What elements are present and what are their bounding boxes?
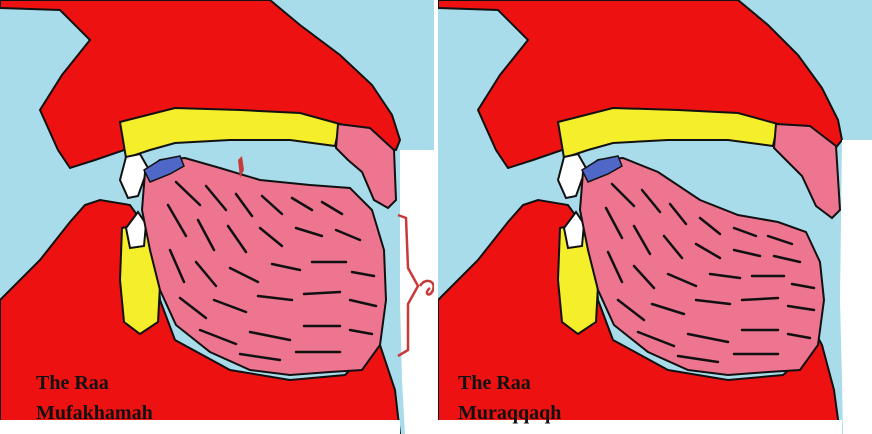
muraqqaqh-caption: The Raa Muraqqaqh (458, 368, 561, 428)
panel-mufakhamah: The Raa Mufakhamah (0, 0, 434, 434)
mufakhamah-caption: The Raa Mufakhamah (36, 368, 153, 428)
caption-line-2: Muraqqaqh (458, 398, 561, 428)
panel-muraqqaqh: The Raa Muraqqaqh (438, 0, 872, 434)
caption-line-2: Mufakhamah (36, 398, 153, 428)
caption-line-1: The Raa (458, 368, 561, 398)
pharynx-wall (840, 140, 872, 434)
pharynx-wall (400, 150, 434, 434)
caption-line-1: The Raa (36, 368, 153, 398)
